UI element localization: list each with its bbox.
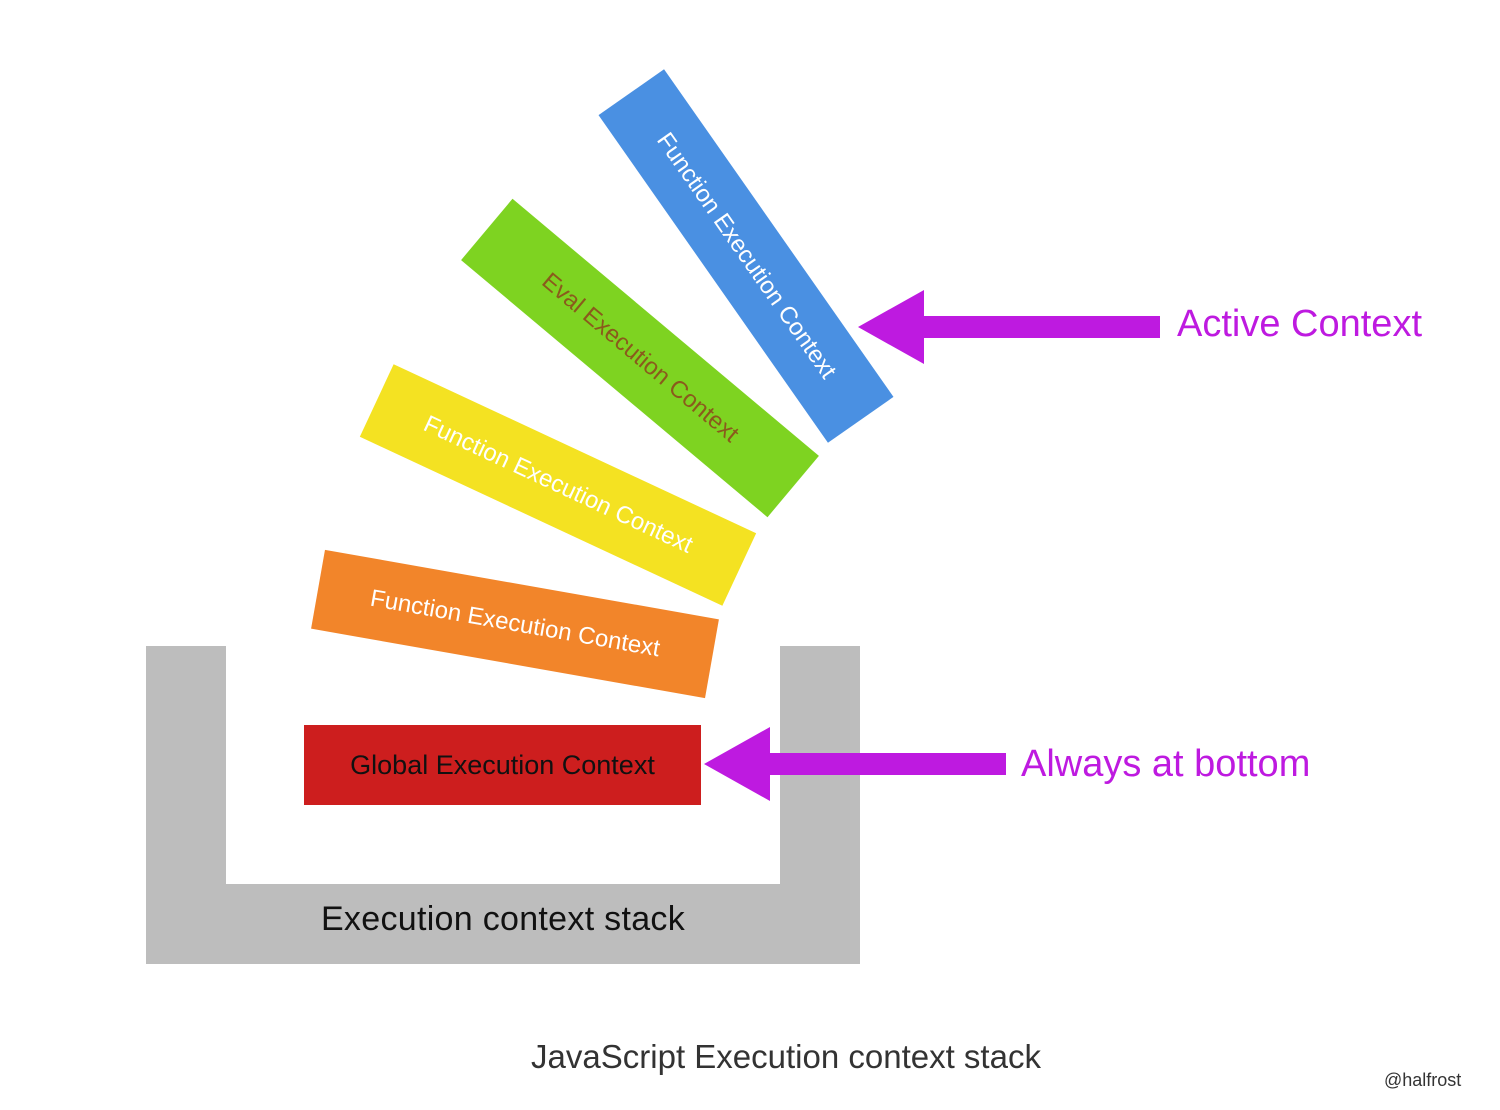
always-at-bottom-callout: Always at bottom xyxy=(1021,743,1311,785)
author-credit: @halfrost xyxy=(1384,1070,1462,1090)
arrow-shape xyxy=(704,727,1006,801)
context-label: Function Execution Context xyxy=(368,584,662,663)
active-context-arrow-icon xyxy=(858,290,1160,364)
diagram-caption: JavaScript Execution context stack xyxy=(531,1038,1041,1075)
context-label: Function Execution Context xyxy=(419,410,697,559)
context-label: Global Execution Context xyxy=(350,749,655,780)
arrow-shape xyxy=(858,290,1160,364)
always-at-bottom-arrow-icon xyxy=(704,727,1006,801)
context-label: Eval Execution Context xyxy=(536,267,745,448)
global-execution-context-block: Global Execution Context xyxy=(304,725,701,805)
active-context-callout: Active Context xyxy=(1177,303,1422,345)
stack-label: Execution context stack xyxy=(320,900,686,938)
stack-bottom-wall xyxy=(146,884,860,964)
